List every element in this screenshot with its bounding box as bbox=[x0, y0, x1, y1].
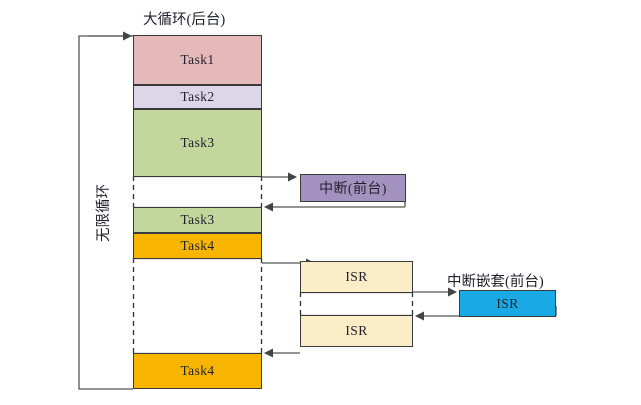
label-infinite-loop: 无限循环 bbox=[96, 184, 112, 242]
box-task3-second-label: Task3 bbox=[180, 212, 215, 227]
box-isr-nested-label: ISR bbox=[496, 295, 519, 311]
box-task1-label: Task1 bbox=[180, 52, 215, 67]
box-isr-upper-label: ISR bbox=[345, 269, 368, 284]
box-task4-second-label: Task4 bbox=[180, 363, 215, 378]
box-task1: Task1 bbox=[133, 35, 262, 85]
box-task4-first-label: Task4 bbox=[180, 238, 215, 253]
box-task2-label: Task2 bbox=[180, 89, 215, 104]
box-task4-second: Task4 bbox=[133, 353, 262, 389]
box-isr-nested: ISR bbox=[459, 290, 556, 317]
box-interrupt: 中断(前台) bbox=[300, 174, 406, 202]
box-task3-first: Task3 bbox=[133, 109, 262, 177]
box-isr-lower: ISR bbox=[300, 315, 413, 347]
label-nested-interrupt: 中断嵌套(前台) bbox=[447, 274, 544, 290]
box-task3-second: Task3 bbox=[133, 207, 262, 233]
box-task3-first-label: Task3 bbox=[180, 135, 215, 150]
box-interrupt-label: 中断(前台) bbox=[319, 182, 387, 197]
box-isr-upper: ISR bbox=[300, 261, 413, 293]
box-task4-first: Task4 bbox=[133, 233, 262, 259]
box-task2: Task2 bbox=[133, 85, 262, 109]
infinite-loop-bracket bbox=[78, 31, 133, 390]
box-isr-lower-label: ISR bbox=[345, 323, 368, 338]
title-background-loop: 大循环(后台) bbox=[143, 12, 226, 28]
